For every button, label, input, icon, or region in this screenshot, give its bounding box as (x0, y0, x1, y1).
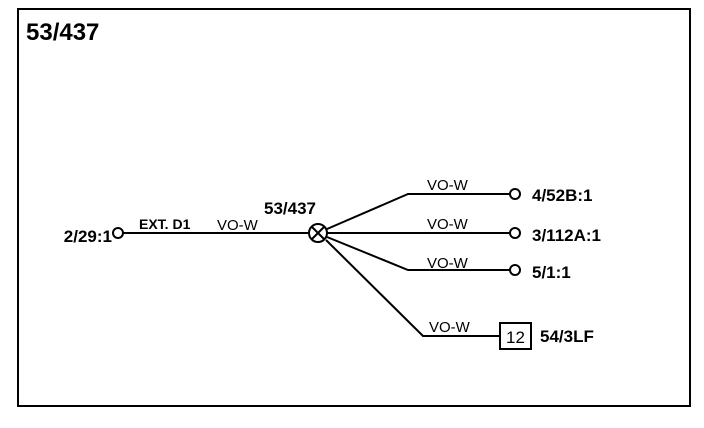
branch-component-number: 12 (506, 328, 525, 347)
branch-terminal-1 (509, 188, 521, 200)
source-wire-circuit-label: EXT. D1 (139, 216, 191, 232)
branch-connector-label-4: 54/3LF (540, 327, 594, 346)
branch-component-box (499, 322, 532, 350)
splice-icon (308, 223, 328, 243)
branch-connector-label-1: 4/52B:1 (532, 186, 592, 205)
source-terminal (112, 227, 124, 239)
diagram-title: 53/437 (26, 19, 99, 46)
branch-wire-3 (326, 236, 510, 271)
source-wire-color-label: VO-W (217, 217, 259, 234)
diagram-border (17, 8, 691, 407)
branch-wire-4 (325, 239, 500, 337)
branch-terminal-3 (509, 264, 521, 276)
branch-wire-color-2: VO-W (427, 216, 469, 233)
branch-connector-label-3: 5/1:1 (532, 263, 571, 282)
branch-wire-color-4: VO-W (429, 319, 471, 336)
splice-label: 53/437 (264, 199, 316, 218)
branch-connector-label-2: 3/112A:1 (532, 226, 601, 245)
branch-wire-color-3: VO-W (427, 255, 469, 272)
branch-wire-color-1: VO-W (427, 177, 469, 194)
source-connector-label: 2/29:1 (64, 227, 112, 246)
branch-wire-1 (326, 193, 510, 230)
branch-terminal-2 (509, 227, 521, 239)
